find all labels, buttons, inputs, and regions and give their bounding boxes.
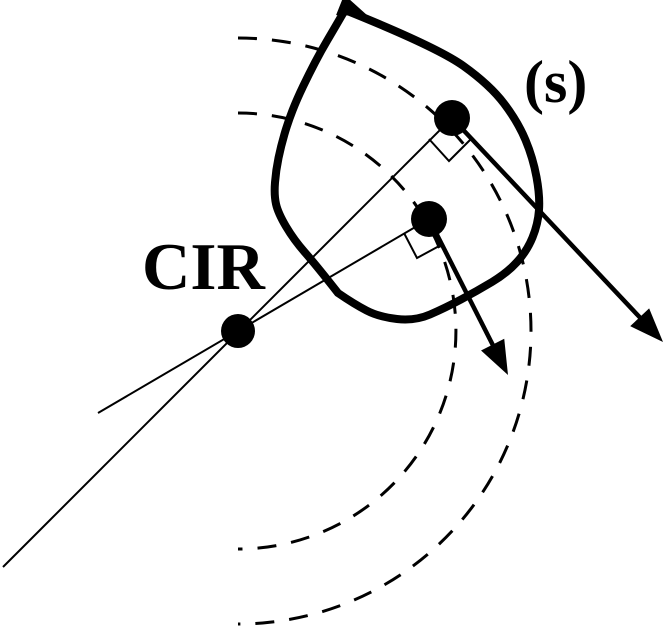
tangent-arrow-shaft-2 (426, 217, 500, 355)
curve-s-path (270, 6, 544, 324)
tangent-arrowhead-2 (481, 338, 508, 375)
right-angle-marker-1 (428, 138, 471, 163)
curve-direction-arrowhead (336, 0, 368, 16)
radius-line-2 (97, 218, 430, 414)
s-label: (s) (524, 49, 588, 115)
tangent-arrow-shaft-1 (450, 116, 649, 327)
dashed-circle-outer (237, 36, 533, 626)
contact-point-outer (434, 100, 470, 136)
cir-point (221, 314, 255, 348)
tangent-arrowhead-1 (630, 308, 663, 342)
contact-point-inner (411, 201, 447, 237)
dashed-circle-inner (237, 111, 458, 551)
cir-label: CIR (142, 230, 265, 304)
right-angle-marker-2 (403, 232, 442, 260)
